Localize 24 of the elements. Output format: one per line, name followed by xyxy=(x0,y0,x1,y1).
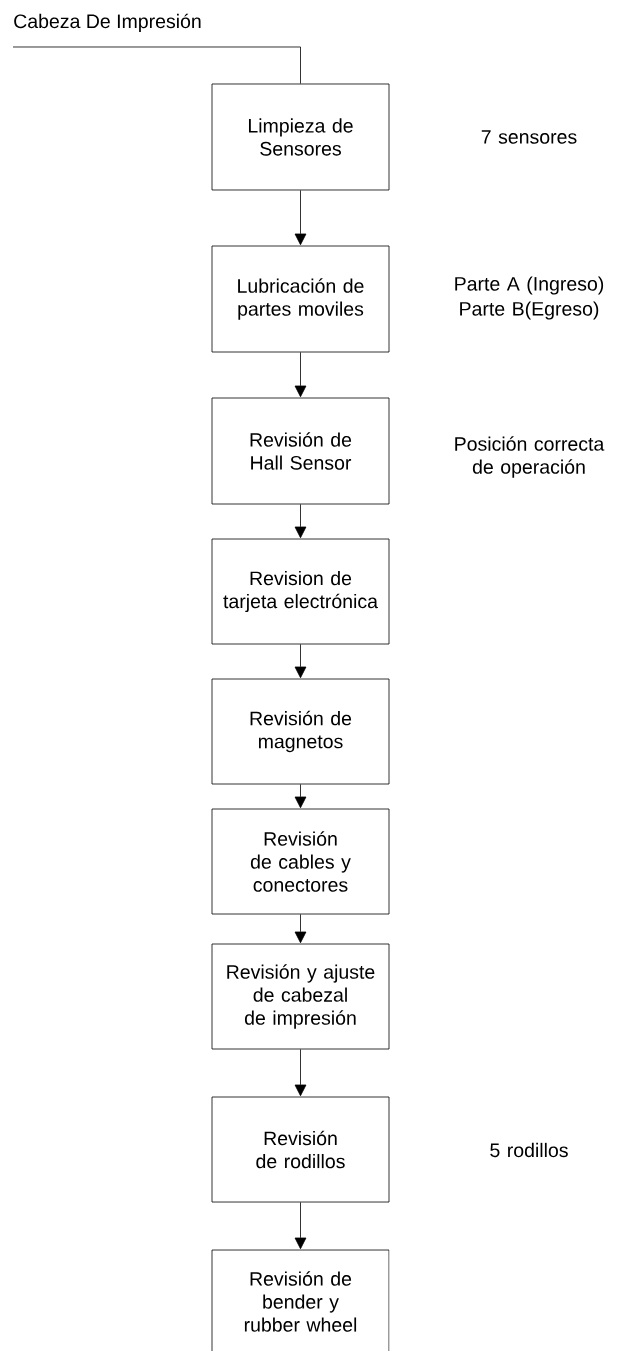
arrow xyxy=(294,644,307,679)
process-box: Revisión de bender y rubber wheel xyxy=(211,1249,390,1351)
arrow xyxy=(294,190,307,246)
annotation-text: Parte A (Ingreso) xyxy=(455,276,604,295)
process-box: Revisión de Hall Sensor xyxy=(211,397,390,505)
arrow xyxy=(294,504,307,539)
arrow xyxy=(294,1202,307,1250)
process-box: Lubricación de partes moviles xyxy=(211,245,390,353)
arrow xyxy=(294,352,307,398)
arrow xyxy=(294,784,307,809)
source-label: Cabeza De Impresión xyxy=(14,13,201,33)
annotation-text: Parte B(Egreso) xyxy=(460,301,599,320)
process-box: Revisión de cables y conectores xyxy=(211,808,390,915)
process-box: Revisión y ajuste de cabezal de impresión xyxy=(211,943,390,1050)
connector-line xyxy=(12,46,301,84)
process-box: Limpieza de Sensores xyxy=(211,83,390,191)
process-box: Revisión de magnetos xyxy=(211,678,390,785)
process-box: Revision de tarjeta electrónica xyxy=(211,538,390,645)
annotation-text: 5 rodillos xyxy=(490,1142,568,1158)
process-box: Revisión de rodillos xyxy=(211,1096,390,1203)
annotation-text: 7 sensores xyxy=(481,130,577,144)
annotation-text: Posición correcta de operación xyxy=(455,436,605,478)
arrow xyxy=(294,1049,307,1097)
arrow xyxy=(294,914,307,944)
